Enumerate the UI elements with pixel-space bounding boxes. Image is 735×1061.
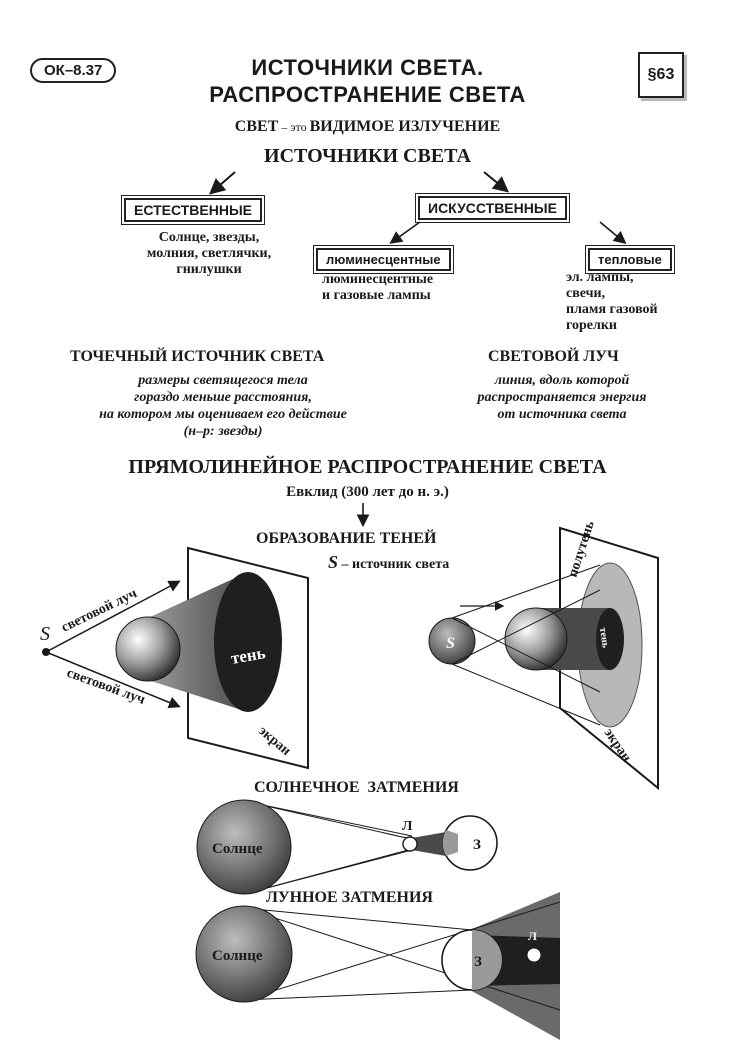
title-line-1: ИСТОЧНИКИ СВЕТА.: [251, 55, 484, 80]
rectilinear-heading: ПРЯМОЛИНЕЙНОЕ РАСПРОСТРАНЕНИЕ СВЕТА: [128, 456, 607, 478]
definition-rest: ВИДИМОЕ ИЗЛУЧЕНИЕ: [309, 118, 501, 135]
solar-earth-label: З: [473, 837, 481, 853]
lunar-ray-1: [243, 907, 561, 1011]
lunar-sun: [195, 905, 293, 1003]
solar-earth-shade: [442, 830, 458, 856]
natural-examples: Солнце, звезды, молния, светлячки, гнилу…: [146, 230, 272, 277]
solar-ray-4: [243, 849, 413, 895]
source-label-right: S: [446, 635, 455, 652]
ray-top-left: [45, 580, 181, 653]
light-definition: СВЕТ – это ВИДИМОЕ ИЗЛУЧЕНИЕ: [0, 118, 735, 136]
lunar-eclipse-heading: ЛУННОЕ ЗАТМЕНИЯ: [266, 889, 433, 906]
natural-box: ЕСТЕСТВЕННЫЕ: [120, 195, 266, 225]
solar-eclipse-figure: [196, 799, 498, 895]
lunar-earth-shade: [472, 930, 502, 990]
point-source-heading: ТОЧЕЧНЫЙ ИСТОЧНИК СВЕТА: [70, 348, 325, 365]
obstacle-sphere-left: [115, 616, 181, 682]
source-legend: S – источник света: [328, 552, 449, 573]
light-ray-heading: СВЕТОВОЙ ЛУЧ: [488, 348, 619, 365]
thermal-examples: эл. лампы, свечи, пламя газовой горелки: [566, 270, 658, 333]
point-source-left: [42, 648, 50, 656]
definition-word: СВЕТ: [234, 118, 279, 135]
lunar-sun-label: Солнце: [212, 948, 263, 964]
solar-shadow-cone: [412, 832, 446, 856]
artificial-box: ИСКУССТВЕННЫЕ: [415, 193, 570, 223]
shadow-spot-right: [596, 608, 624, 670]
thermal-box: тепловые: [585, 245, 675, 274]
source-legend-symbol: S: [328, 552, 339, 572]
lunar-moon-label: Л: [528, 929, 537, 943]
solar-eclipse-heading: СОЛНЕЧНОЕ ЗАТМЕНИЯ: [254, 779, 459, 796]
lunar-eclipse-figure: [195, 892, 561, 1040]
arrow-natural: [208, 171, 236, 195]
lunar-ray-4: [243, 989, 473, 1001]
ray-right-4: [451, 589, 601, 665]
solar-moon: [402, 836, 418, 852]
solar-sun-label: Солнце: [212, 841, 263, 857]
source-label-left: S: [40, 623, 50, 645]
solar-moon-label: Л: [402, 819, 413, 834]
lunar-ray-2: [243, 901, 561, 1001]
paragraph-badge: §63: [638, 52, 684, 98]
shadow-label-right: тень: [597, 627, 611, 649]
luminescent-box: люминесцентные: [313, 245, 454, 274]
ray-bottom-left: [45, 651, 181, 709]
lunar-moon: [526, 947, 542, 963]
obstacle-sphere-right: [504, 607, 568, 671]
sources-heading: ИСТОЧНИКИ СВЕТА: [264, 145, 471, 167]
lunar-earth-label: З: [474, 954, 482, 970]
definition-connector: – это: [278, 120, 310, 134]
shadows-heading: ОБРАЗОВАНИЕ ТЕНЕЙ: [256, 530, 437, 547]
shadow-figure-right: [428, 526, 659, 791]
ray-right-1: [451, 564, 601, 619]
arrow-thermal: [599, 221, 627, 245]
ray-right-3: [451, 617, 601, 693]
card-code: ОК–8.37: [30, 58, 117, 83]
shadow-figure-left: [42, 546, 309, 770]
shadow-spot-left: [214, 572, 282, 712]
point-source-text: размеры светящегося тела гораздо меньше …: [99, 373, 347, 439]
luminescent-examples: люминесцентные и газовые лампы: [322, 272, 434, 303]
light-ray-text: линия, вдоль которой распространяется эн…: [477, 373, 647, 422]
solar-ray-3: [243, 800, 413, 837]
euclid-text: Евклид (300 лет до н. э.): [286, 484, 449, 500]
arrow-luminescent: [389, 221, 421, 244]
ray-right-2: [451, 663, 601, 726]
solar-sun: [196, 799, 292, 895]
source-legend-text: – источник света: [338, 557, 450, 572]
lunar-ray-3: [243, 907, 473, 931]
title-line-2: РАСПРОСТРАНЕНИЕ СВЕТА: [209, 82, 526, 107]
arrow-artificial: [483, 171, 510, 193]
